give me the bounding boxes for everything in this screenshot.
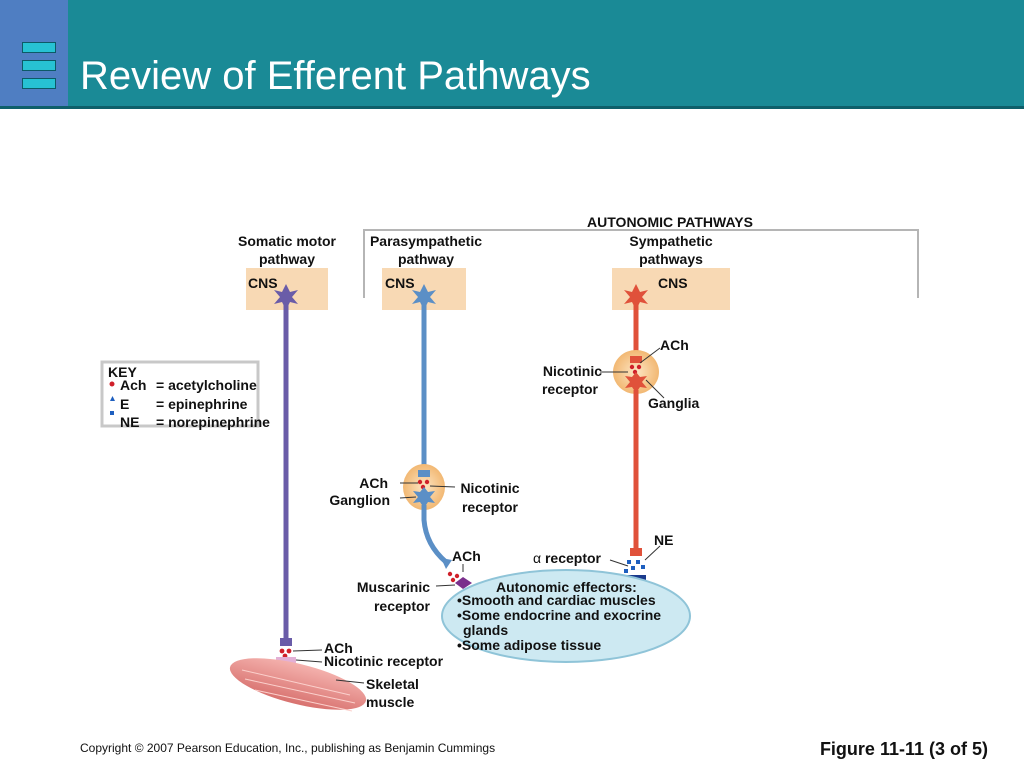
effectors-item: glands: [463, 622, 509, 638]
sympathetic-ne-label: NE: [654, 532, 674, 548]
parasympathetic-title-line1: Parasympathetic: [369, 233, 483, 249]
parasympathetic-postganglionic-body: [413, 487, 435, 508]
parasympathetic-cns-label: CNS: [385, 275, 415, 291]
autonomic-bracket: [363, 229, 919, 298]
sympathetic-cns-box: [612, 268, 730, 310]
alpha-symbol: α: [533, 550, 542, 566]
sympathetic-ganglia-label: Ganglia: [648, 395, 700, 411]
sympathetic-nicotinic-line1: Nicotinic: [542, 363, 602, 379]
alpha-receptor-label: α receptor: [533, 550, 601, 567]
somatic-receptor-pointer: [295, 659, 323, 663]
parasympathetic-title-line2: pathway: [397, 251, 454, 267]
somatic-neuron-body: [274, 284, 298, 310]
muscarinic-receptor-shape: [455, 577, 472, 589]
skeletal-muscle-shape: [229, 658, 367, 710]
alpha-receptor-text: receptor: [544, 550, 602, 566]
parasympathetic-nicotinic-line1: Nicotinic: [460, 480, 520, 496]
key-e-symbol: [110, 396, 115, 401]
somatic-ach-pointer: [292, 649, 323, 652]
somatic-terminal: [280, 638, 292, 646]
sympathetic-title-line1: Sympathetic: [629, 233, 713, 249]
key-e-meaning: = epinephrine: [156, 396, 248, 412]
header-divider: [0, 106, 1024, 109]
sympathetic-postganglionic-body: [625, 372, 647, 393]
sympathetic-nicotinic-line2: receptor: [541, 381, 598, 397]
key-title: KEY: [108, 364, 137, 380]
sympathetic-title-line2: pathways: [639, 251, 703, 267]
somatic-title-line1: Somatic motor: [237, 233, 336, 249]
parasympathetic-neuron-body: [412, 284, 436, 310]
parasympathetic-ganglion-label: Ganglion: [329, 492, 390, 508]
skeletal-muscle-pointer: [335, 679, 365, 684]
key-ach-meaning: = acetylcholine: [156, 377, 257, 393]
somatic-title-line2: pathway: [258, 251, 315, 267]
sympathetic-neuron-body: [624, 284, 648, 310]
key-box: [100, 360, 260, 428]
key-ach-symbol: [109, 381, 115, 387]
key-ne-abbr: NE: [120, 414, 140, 430]
key-e-abbr: E: [120, 396, 130, 412]
parasympathetic-effector-ach-label: ACh: [452, 548, 481, 564]
effectors-item: •Some adipose tissue: [457, 637, 602, 653]
somatic-cns-label: CNS: [248, 275, 278, 291]
key-ne-meaning: = norepinephrine: [156, 414, 270, 430]
somatic-nicotinic-label: Nicotinic receptor: [324, 653, 444, 669]
effectors-item: •Smooth and cardiac muscles: [457, 592, 656, 608]
muscarinic-line2: receptor: [373, 598, 430, 614]
sympathetic-cns-label: CNS: [658, 275, 688, 291]
somatic-ach-label: ACh: [324, 640, 353, 656]
copyright-text: Copyright © 2007 Pearson Education, Inc.…: [80, 741, 496, 755]
muscarinic-line1: Muscarinic: [356, 579, 430, 595]
figure-label: Figure 11-11 (3 of 5): [819, 739, 988, 759]
parasympathetic-ganglion-ach-label: ACh: [359, 475, 388, 491]
skeletal-muscle-line2: muscle: [366, 694, 415, 710]
somatic-receptor-plate: [276, 657, 296, 663]
parasympathetic-postganglionic-axon: [421, 505, 448, 564]
parasympathetic-nicotinic-line2: receptor: [461, 499, 519, 515]
skeletal-muscle-line1: Skeletal: [366, 676, 419, 692]
effectors-title: Autonomic effectors:: [496, 579, 637, 595]
autonomic-effectors-ellipse: [441, 569, 691, 663]
slide-header: [0, 0, 1024, 106]
key-ach-abbr: Ach: [120, 377, 147, 393]
autonomic-pathways-header: AUTONOMIC PATHWAYS: [587, 214, 753, 230]
slide-title: Review of Efferent Pathways: [80, 54, 591, 98]
key-ne-symbol: [110, 411, 114, 415]
effectors-item: •Some endocrine and exocrine: [457, 607, 662, 623]
sympathetic-ach-label: ACh: [660, 337, 689, 353]
